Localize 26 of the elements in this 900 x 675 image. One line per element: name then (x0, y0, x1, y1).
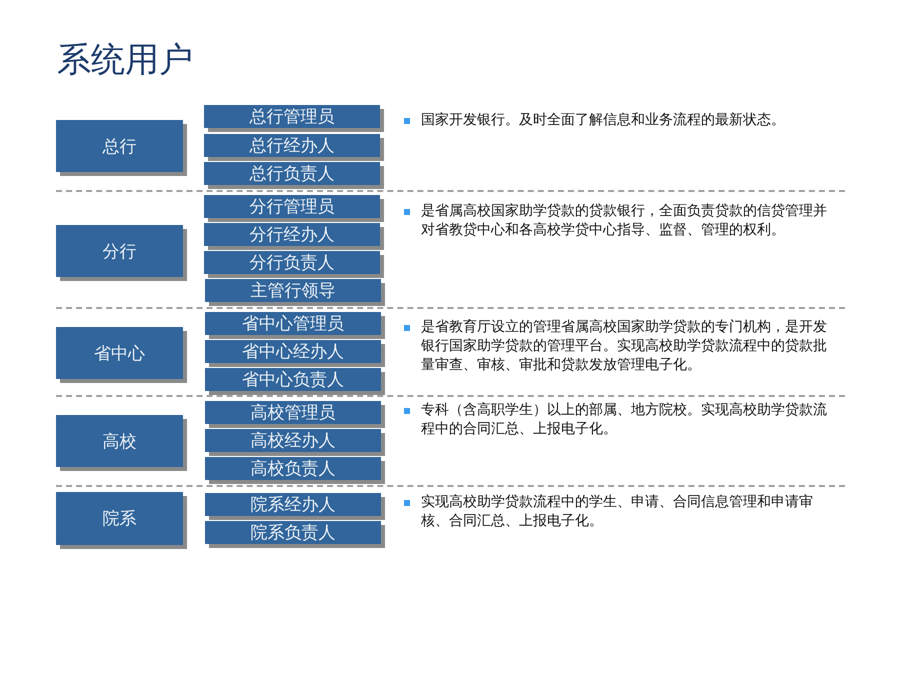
role-box: 分行负责人 (204, 251, 384, 278)
description-text: 实现高校助学贷款流程中的学生、申请、合同信息管理和申请审核、合同汇总、上报电子化。 (421, 493, 814, 531)
category-box: 省中心 (56, 327, 187, 383)
role-box: 高校经办人 (205, 429, 385, 456)
slide-title: 系统用户 (57, 39, 193, 82)
category-box: 分行 (56, 225, 187, 281)
role-box: 分行经办人 (204, 223, 384, 250)
role-box: 主管行领导 (205, 279, 385, 306)
role-box: 总行负责人 (204, 162, 384, 189)
role-box: 省中心管理员 (205, 312, 385, 339)
category-box: 总行 (56, 120, 187, 176)
category-box: 院系 (56, 492, 187, 549)
role-box: 院系负责人 (205, 521, 385, 548)
role-box: 院系经办人 (205, 493, 385, 520)
description-text: 是省教育厅设立的管理省属高校国家助学贷款的专门机构，是开发银行国家助学贷款的管理平台。实现高校助学贷款流程中的贷款批量审查、审核、审批和贷款发放管理电子化。 (421, 318, 828, 375)
category-box: 高校 (56, 415, 187, 471)
role-box: 省中心负责人 (205, 368, 385, 395)
description-text: 是省属高校国家助学贷款的贷款银行，全面负责贷款的信贷管理并对省教贷中心和各高校学贷中心指导、监督、管理的权利。 (421, 202, 828, 240)
role-box: 高校管理员 (205, 401, 385, 428)
description-text: 专科（含高职学生）以上的部属、地方院校。实现高校助学贷款流程中的合同汇总、上报电子化。 (421, 401, 828, 439)
role-box: 总行经办人 (204, 134, 384, 161)
role-box: 高校负责人 (205, 457, 385, 484)
description-text: 国家开发银行。及时全面了解信息和业务流程的最新状态。 (421, 111, 786, 130)
role-box: 总行管理员 (204, 105, 384, 132)
role-box: 省中心经办人 (205, 340, 385, 367)
role-box: 分行管理员 (204, 195, 384, 222)
